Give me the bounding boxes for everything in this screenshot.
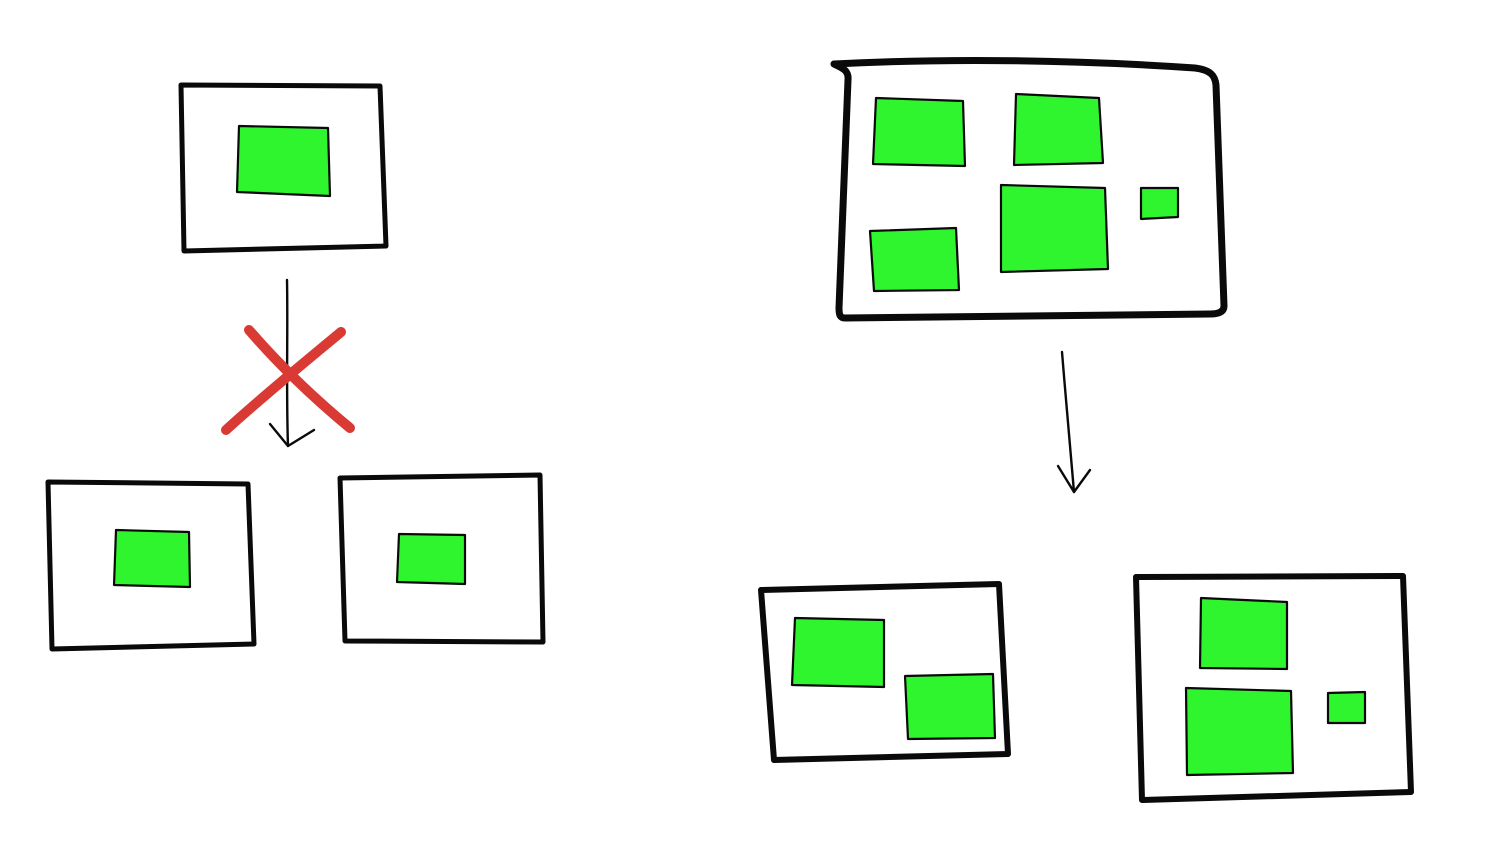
green-block: [395, 532, 467, 586]
green-block: [235, 124, 332, 198]
green-block: [999, 183, 1110, 274]
green-block: [868, 226, 961, 293]
green-block: [871, 96, 967, 168]
left-diagram: [45, 82, 546, 652]
green-block: [1139, 186, 1180, 221]
left-source-box: [178, 82, 389, 254]
right-result-box-2: [1133, 573, 1414, 803]
arrow-down-icon: [1056, 350, 1092, 494]
green-block: [1198, 596, 1289, 671]
green-block: [112, 528, 192, 589]
arrow-down-icon: [268, 278, 316, 448]
green-block: [790, 616, 886, 689]
green-block: [903, 672, 997, 741]
green-block: [1184, 686, 1295, 777]
green-block: [1326, 690, 1367, 725]
left-result-box-2: [337, 472, 546, 645]
right-source-box: [830, 57, 1228, 322]
green-block: [1012, 92, 1105, 167]
red-x-icon: [221, 325, 355, 435]
left-result-box-1: [45, 479, 257, 652]
right-result-box-1: [758, 581, 1011, 763]
right-diagram: [758, 57, 1414, 803]
